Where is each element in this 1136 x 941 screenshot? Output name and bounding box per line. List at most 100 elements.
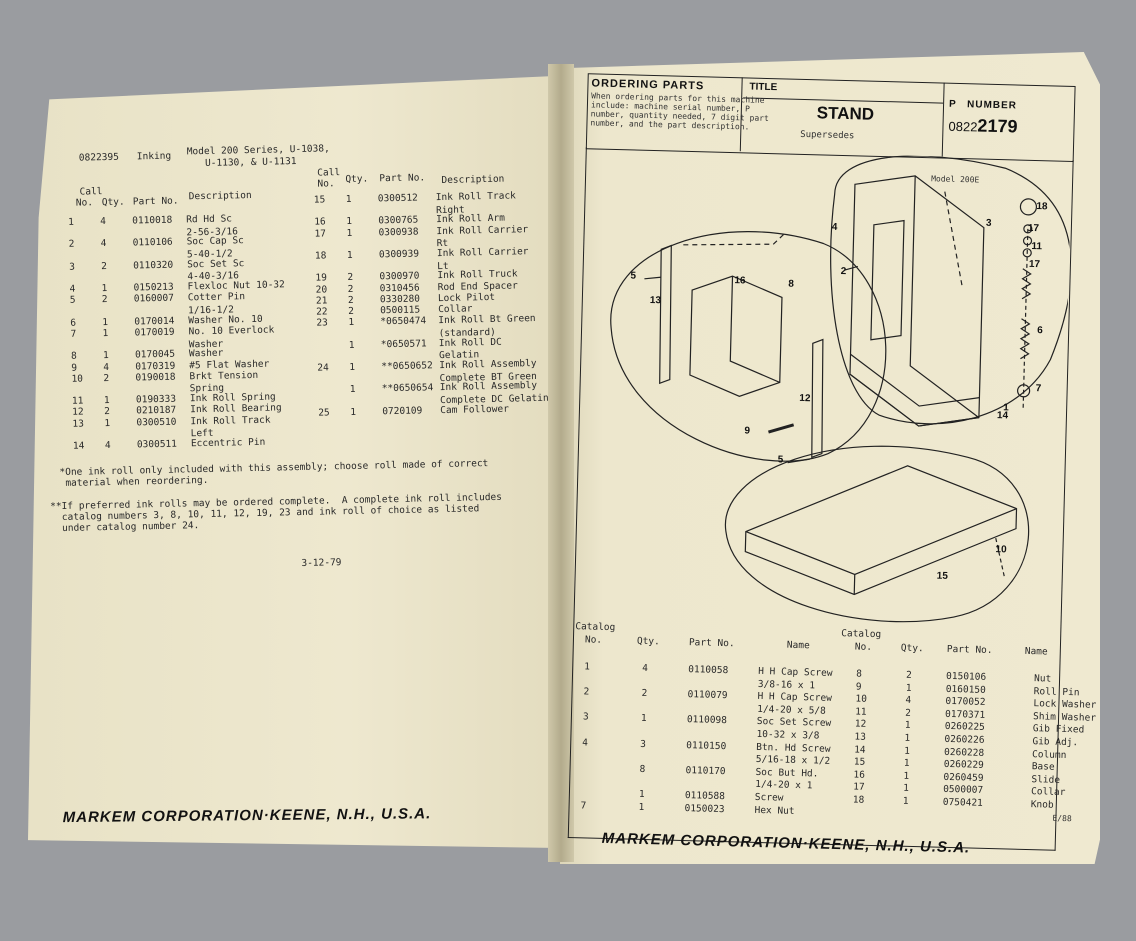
callout-5-top: 5	[630, 270, 637, 282]
cell-no: 11	[855, 706, 867, 718]
cell-name: Column	[1031, 748, 1067, 761]
base-lasso	[724, 445, 1030, 623]
cell-name: Collar	[1030, 786, 1066, 799]
table-row: 8 0110170 Soc But Hd. 1/4-20 x 1	[12, 0, 1136, 792]
cell-qty: 1	[903, 757, 910, 770]
cell-qty: 4	[642, 662, 649, 675]
cell-part: 0110170	[685, 764, 726, 777]
p-number-value: 08222179	[948, 115, 1017, 138]
callout-5-bottom: 5	[777, 454, 784, 466]
callout-3: 3	[985, 217, 992, 229]
cat-header-part-b: Part No.	[946, 643, 993, 657]
callout-15: 15	[936, 570, 948, 582]
gib-fixed	[659, 244, 672, 385]
cell-qty: 2	[905, 669, 913, 681]
column-edge	[909, 175, 980, 419]
roll-pin	[768, 423, 795, 434]
knob	[1019, 198, 1038, 216]
cell-part: 0260226	[944, 733, 985, 746]
title-label: TITLE	[749, 81, 778, 94]
hex-nut	[1017, 384, 1031, 398]
callout-6: 6	[1037, 325, 1043, 337]
cell-no: 13	[854, 731, 867, 743]
model-label: Model 200E	[931, 174, 980, 185]
cell-no: 7	[580, 799, 587, 812]
screw-2	[844, 265, 858, 271]
book-gutter	[548, 64, 574, 862]
cell-no: 10	[855, 693, 868, 705]
cell-name: Hex Nut	[754, 804, 795, 817]
screw-5-top	[644, 276, 661, 280]
base-corner	[853, 574, 856, 595]
spring-upper	[1021, 268, 1032, 300]
cell-part: 0260225	[944, 721, 985, 734]
p-label: P	[948, 98, 956, 110]
cat-header-qty-b: Qty.	[900, 642, 924, 655]
cell-no: 17	[853, 781, 865, 794]
callout-17-bottom: 17	[1028, 258, 1041, 271]
column-lasso	[830, 155, 1072, 425]
cell-name: Soc But Hd. 1/4-20 x 1	[755, 766, 819, 792]
cell-name: Base	[1031, 761, 1055, 773]
number-label: NUMBER	[966, 99, 1018, 112]
cat-header-name: Name	[786, 639, 810, 652]
cell-qty: 1	[905, 682, 912, 694]
collar-bottom	[1022, 248, 1032, 258]
exploded-parts-diagram	[610, 155, 1072, 623]
page-reference: E/88	[1052, 813, 1072, 824]
callout-16: 16	[734, 275, 746, 287]
slide-edge	[729, 276, 780, 383]
callout-17-top: 17	[1027, 222, 1040, 235]
slide-block	[689, 275, 783, 397]
callout-10: 10	[995, 544, 1007, 556]
cell-name: Btn. Hd Screw 5/16-18 x 1/2	[755, 741, 831, 768]
callout-13: 13	[649, 294, 662, 307]
column-window	[870, 219, 905, 341]
cat-header-no: No.	[584, 634, 603, 646]
sheet-title: STAND	[816, 103, 875, 124]
cell-qty: 1	[904, 745, 911, 757]
supersedes-label: Supersedes	[800, 129, 855, 142]
cat-header-name-b: Name	[1024, 645, 1048, 658]
cell-part: 0260459	[943, 771, 984, 784]
dashed-leader-2	[944, 191, 963, 288]
cell-name: Screw	[754, 791, 784, 804]
cell-part: 0160150	[945, 683, 986, 696]
shim-washer	[1022, 236, 1033, 246]
base-plate	[744, 465, 1018, 596]
spring-lower	[1019, 318, 1031, 360]
slide-lasso	[610, 231, 887, 462]
column-outline	[849, 175, 985, 427]
callout-18: 18	[1036, 201, 1048, 213]
cell-qty: 1	[903, 783, 910, 795]
cell-no: 12	[854, 718, 867, 731]
cell-no: 4	[582, 736, 589, 749]
screw-axis	[1022, 228, 1029, 409]
gib-adjustable	[811, 338, 824, 459]
column-band	[850, 353, 980, 407]
cell-qty: 1	[902, 795, 909, 807]
screw-5-bottom	[787, 458, 810, 464]
cell-name: Slide	[1031, 773, 1061, 786]
cell-qty: 4	[905, 694, 912, 707]
cell-no: 16	[853, 769, 866, 781]
cell-part: 0500007	[942, 784, 984, 797]
cell-name: Nut	[1033, 673, 1052, 685]
left-page	[28, 75, 560, 848]
cell-name: Soc Set Screw 10-32 x 3/8	[756, 716, 832, 742]
cell-qty: 8	[639, 763, 646, 775]
cell-qty: 1	[904, 732, 911, 744]
cell-part: 0110058	[688, 664, 729, 677]
collar-top	[1023, 224, 1033, 234]
cell-qty: 2	[641, 688, 648, 700]
